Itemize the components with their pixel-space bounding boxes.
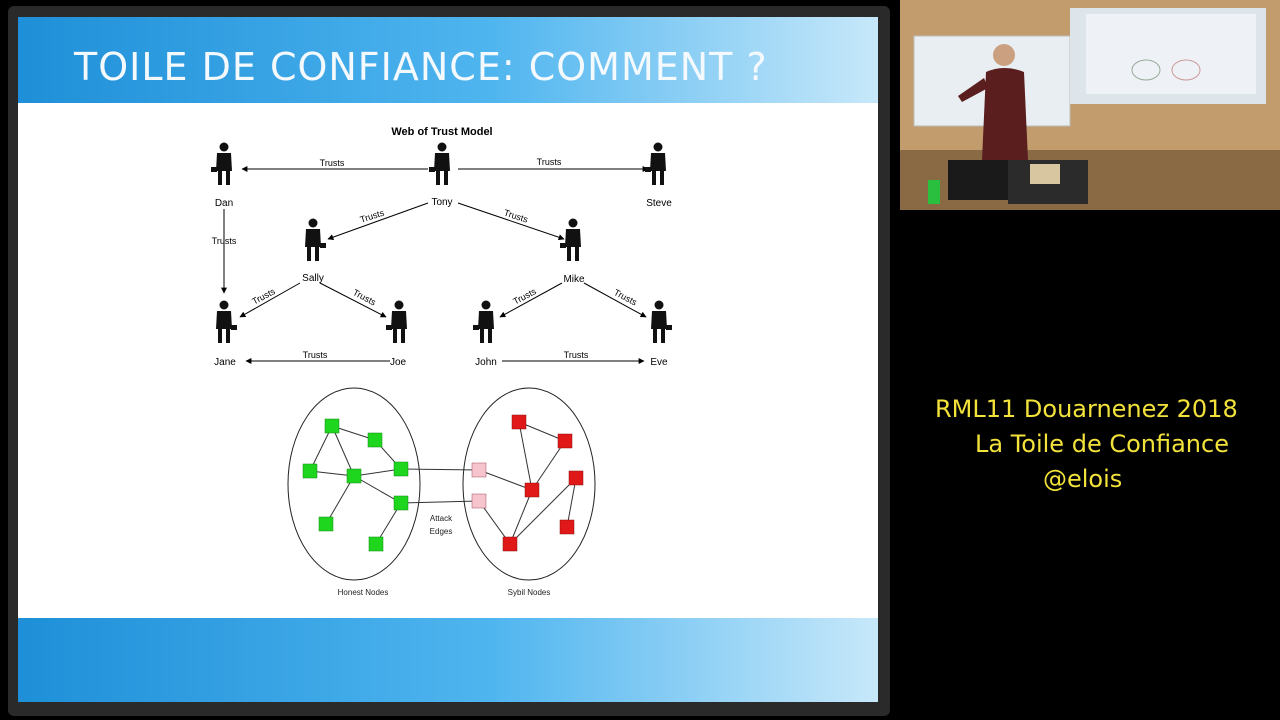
- person-labels: Dan Tony Steve Sally Mike Jane Joe John …: [214, 197, 672, 368]
- person-icon: [305, 218, 326, 261]
- honest-node: [393, 461, 409, 477]
- edge-label: Trusts: [212, 236, 237, 246]
- honest-node: [302, 463, 318, 479]
- speaker-video-feed: [900, 0, 1280, 210]
- trust-edge-labels: Trusts Trusts Trusts Trusts Trusts Trust…: [212, 157, 639, 360]
- honest-node: [318, 516, 334, 532]
- slide-footer-bar: [18, 618, 878, 702]
- person-icon: [560, 218, 581, 261]
- sybil-node: [511, 414, 527, 430]
- sybil-node: [524, 482, 540, 498]
- honest-region: [287, 387, 421, 581]
- sybil-attack-diagram: Attack Edges Honest Nodes Sybil Nodes: [287, 387, 596, 597]
- web-of-trust-diagram: Web of Trust Model Trusts Trusts Trusts …: [211, 126, 672, 597]
- honest-node: [346, 468, 362, 484]
- honest-node: [324, 418, 340, 434]
- honest-node: [393, 495, 409, 511]
- caption-talk-title: La Toile de Confiance: [975, 430, 1229, 458]
- person-icon: [211, 142, 232, 185]
- person-label-steve: Steve: [646, 198, 672, 209]
- person-icon: [473, 300, 494, 343]
- person-figures: [211, 142, 672, 343]
- person-icon: [386, 300, 407, 343]
- honest-node: [367, 432, 383, 448]
- sybil-nodes-label: Sybil Nodes: [508, 588, 551, 597]
- sybil-node: [502, 536, 518, 552]
- person-label-john: John: [475, 357, 497, 368]
- person-icon: [429, 142, 450, 185]
- video-caption: RML11 Douarnenez 2018 La Toile de Confia…: [900, 392, 1280, 497]
- trust-edge-mike-eve: [583, 282, 647, 318]
- boundary-nodes: [471, 462, 487, 509]
- attack-edge: [400, 500, 480, 504]
- edge-label: Trusts: [359, 207, 386, 224]
- honest-node: [368, 536, 384, 552]
- slide-header-bar: TOILE DE CONFIANCE: COMMENT ?: [18, 17, 878, 103]
- person-icon: [645, 142, 666, 185]
- honest-nodes-label: Honest Nodes: [338, 588, 389, 597]
- person-label-dan: Dan: [215, 198, 233, 209]
- trust-edge-mike-john: [499, 282, 563, 318]
- person-label-tony: Tony: [431, 197, 452, 208]
- caption-speaker-handle: @elois: [1043, 465, 1123, 493]
- person-icon: [651, 300, 672, 343]
- sybil-region: [462, 387, 596, 581]
- trust-edge-tony-sally: [327, 202, 429, 240]
- sybil-node: [568, 470, 584, 486]
- slide-title: TOILE DE CONFIANCE: COMMENT ?: [74, 45, 768, 89]
- edge-label: Trusts: [564, 350, 589, 360]
- edge-label: Trusts: [303, 350, 328, 360]
- presentation-slide: TOILE DE CONFIANCE: COMMENT ? Web of Tru…: [18, 17, 878, 702]
- sybil-nodes: [502, 414, 584, 552]
- person-label-sally: Sally: [302, 273, 324, 284]
- diagram-title: Web of Trust Model: [391, 126, 492, 138]
- boundary-sybil-node: [471, 493, 487, 509]
- person-icon: [216, 300, 237, 343]
- trust-edge-sally-jane: [239, 282, 301, 318]
- boundary-sybil-node: [471, 462, 487, 478]
- edge-label: Trusts: [537, 157, 562, 167]
- edge-label: Trusts: [351, 287, 378, 308]
- sybil-node: [557, 433, 573, 449]
- attack-edges-label-line1: Attack: [430, 514, 453, 523]
- person-label-mike: Mike: [563, 274, 585, 285]
- person-label-eve: Eve: [650, 357, 668, 368]
- sybil-node: [559, 519, 575, 535]
- person-label-joe: Joe: [390, 357, 407, 368]
- person-label-jane: Jane: [214, 357, 236, 368]
- trust-edges: [221, 166, 649, 364]
- edge-label: Trusts: [320, 158, 345, 168]
- attack-edge: [400, 468, 480, 471]
- attack-edges-label-line2: Edges: [430, 527, 453, 536]
- edge-label: Trusts: [612, 287, 639, 308]
- honest-nodes: [302, 418, 409, 552]
- trust-edge-tony-mike: [457, 202, 565, 241]
- trust-edge-sally-joe: [319, 282, 387, 318]
- speaker-video-image: [900, 0, 1280, 210]
- caption-event: RML11 Douarnenez 2018: [935, 395, 1238, 423]
